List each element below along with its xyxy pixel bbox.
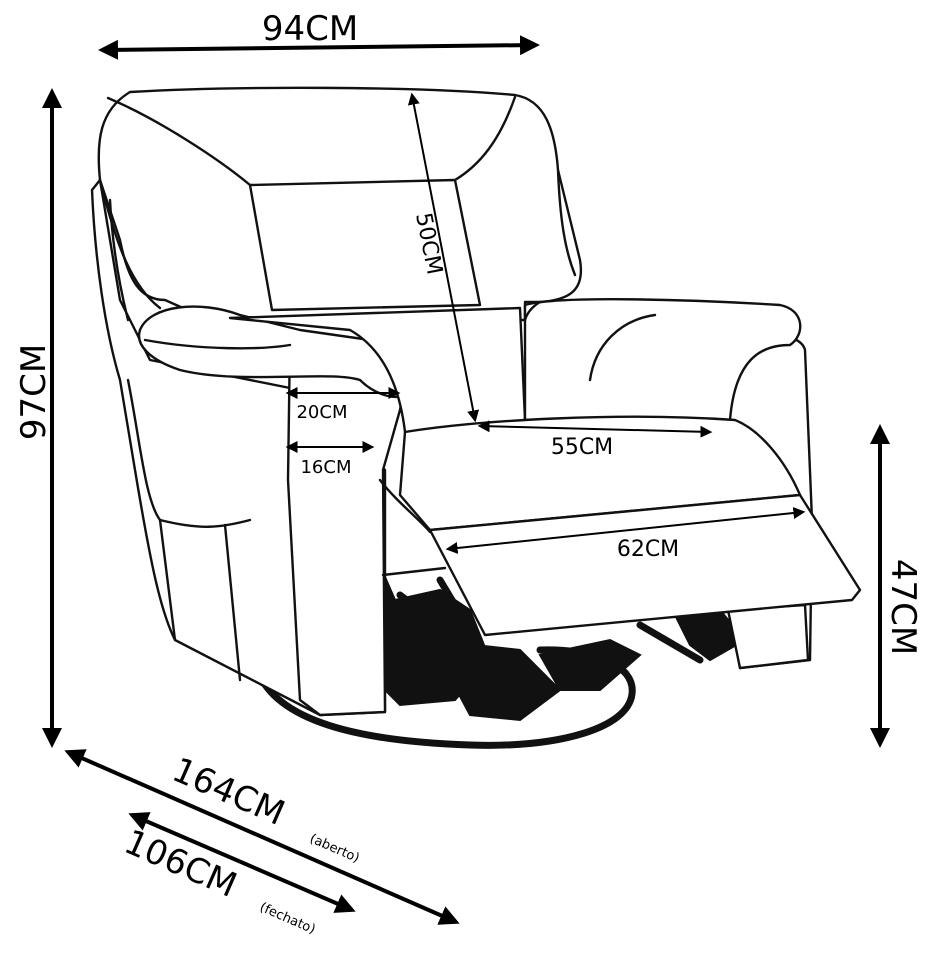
width-label: 94CM [262, 9, 358, 49]
armrest-top-label: 20CM [296, 402, 347, 423]
dimension-armrest-top: 20CM [285, 387, 401, 423]
armrest-base-label: 16CM [300, 457, 351, 478]
dimension-width: 94CM [98, 9, 540, 60]
dimension-height: 97CM [14, 88, 62, 748]
seat-height-label: 47CM [883, 559, 923, 655]
dimension-seat-width: 55CM [477, 420, 713, 460]
height-label: 97CM [14, 344, 54, 440]
dimension-footrest: 62CM [445, 507, 806, 562]
dimension-armrest-base: 16CM [285, 441, 375, 478]
recliner-chair [90, 86, 862, 749]
backrest [97, 86, 583, 322]
backrest-center-panel [248, 178, 482, 312]
depth-closed-note: (fechato) [257, 900, 317, 937]
right-foot-block [726, 603, 810, 670]
seat-width-label: 55CM [551, 435, 613, 460]
right-armrest [523, 298, 802, 422]
dimension-depth-open: 164CM (aberto) [64, 749, 460, 925]
dimension-seat-height: 47CM [870, 424, 923, 748]
footrest-label: 62CM [617, 537, 679, 562]
recline-mechanism [381, 569, 747, 722]
